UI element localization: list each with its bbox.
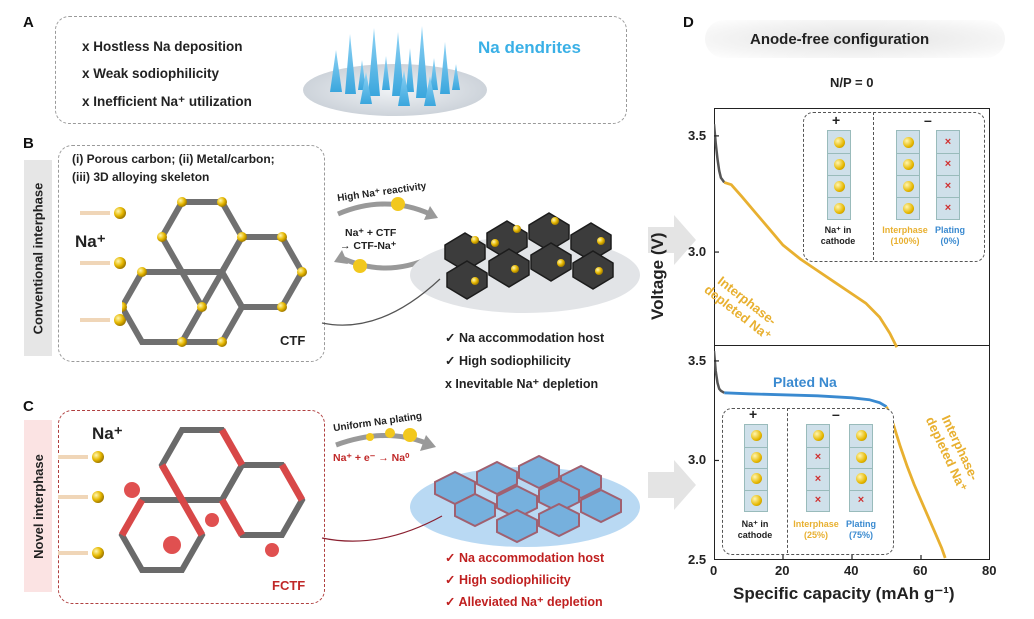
transition-arrow-top <box>648 215 696 265</box>
ctf-reaction-1: Na⁺ + CTF <box>345 227 397 239</box>
y-tick-label: 3.0 <box>688 452 707 468</box>
fctf-interphase-illustration <box>410 454 640 547</box>
na-ion-streams-b <box>80 207 126 326</box>
bottom-legend-plating: Plating (75%) <box>845 519 876 540</box>
fctf-framework-model <box>118 427 306 573</box>
bottom-cathode-column <box>744 424 768 512</box>
bottom-legend-plus: + <box>749 406 758 422</box>
fctf-check-2: ✓ High sodiophilicity <box>445 573 571 587</box>
panel-c-box <box>58 410 325 604</box>
y-axis-label: Voltage (V) <box>648 232 668 320</box>
curve-bottom-series-0 <box>714 350 725 394</box>
panel-b-side-band: Conventional interphase <box>24 160 52 356</box>
curve-top-series-1 <box>723 181 899 348</box>
ctf-reaction-2: → CTF-Na⁺ <box>340 240 397 252</box>
bottom-plating-column: × <box>849 424 873 512</box>
x-tick-label: 0 <box>710 563 718 578</box>
na-dendrites-label: Na dendrites <box>478 38 581 57</box>
bottom-legend-cathode: Na⁺ in cathode <box>737 519 773 540</box>
panel-d-letter: D <box>683 14 694 31</box>
top-legend-plating: Plating (0%) <box>934 225 965 246</box>
uniform-plating-arrow <box>335 428 436 451</box>
panel-a-item-3: x Inefficient Na⁺ utilization <box>82 94 252 109</box>
panel-a-item-1: x Hostless Na deposition <box>82 39 243 54</box>
top-interphase-column <box>896 130 920 220</box>
x-axis-label: Specific capacity (mAh g⁻¹) <box>733 584 955 603</box>
top-legend-divider <box>873 112 874 260</box>
top-cathode-column <box>827 130 851 220</box>
np-ratio: N/P = 0 <box>830 75 874 90</box>
curve-top-series-0 <box>714 124 726 184</box>
curve-bottom-series-1 <box>724 391 888 408</box>
na-ion-label-b: Na⁺ <box>75 232 106 251</box>
ctf-label: CTF <box>280 333 306 348</box>
x-tick-label: 60 <box>913 563 928 578</box>
anode-free-title-pill <box>705 20 1005 58</box>
panel-a-item-2: x Weak sodiophilicity <box>82 66 220 81</box>
ctf-check-1: ✓ Na accommodation host <box>445 331 605 345</box>
y-tick-label: 2.5 <box>688 552 707 567</box>
ctf-check-3: x Inevitable Na⁺ depletion <box>445 377 599 391</box>
panel-a-letter: A <box>23 14 34 31</box>
panel-b-desc-2: (iii) 3D alloying skeleton <box>72 170 210 184</box>
panel-c-side-band: Novel interphase <box>24 420 52 592</box>
x-tick-label: 80 <box>982 563 997 578</box>
novel-interphase-label: Novel interphase <box>30 453 46 559</box>
x-tick-label: 40 <box>844 563 859 578</box>
na-ion-label-c: Na⁺ <box>92 424 123 443</box>
voltage-capacity-chart <box>714 124 990 560</box>
na-ion-streams-c <box>58 451 104 559</box>
plot-top-frame <box>714 108 990 345</box>
conventional-interphase-label: Conventional interphase <box>30 182 46 334</box>
y-tick-label: 3.0 <box>688 244 707 260</box>
top-legend-cathode: Na⁺ in cathode <box>820 225 856 246</box>
bottom-legend-minus: – <box>832 406 840 422</box>
x-tick-label: 20 <box>775 563 790 578</box>
y-axis-label-text: Voltage (V) <box>648 232 667 320</box>
top-legend-minus: – <box>924 112 932 128</box>
na-dendrites-illustration <box>303 26 487 116</box>
bottom-legend-divider <box>787 408 788 553</box>
panel-a-box <box>55 16 627 124</box>
fctf-connector-line <box>321 515 443 542</box>
panel-b-box <box>58 145 325 362</box>
y-tick-label: 3.5 <box>688 352 707 368</box>
ctf-check-2: ✓ High sodiophilicity <box>445 354 571 368</box>
bottom-interphase-column: × ×× <box>806 424 830 512</box>
curve-bottom-series-2 <box>885 406 947 559</box>
top-legend-interphase: Interphase (100%) <box>882 225 928 246</box>
panel-b-desc-1: (i) Porous carbon; (ii) Metal/carbon; <box>72 152 275 166</box>
panel-b-letter: B <box>23 135 34 152</box>
anode-free-title: Anode-free configuration <box>750 31 930 48</box>
y-tick-label: 3.5 <box>688 127 707 143</box>
fctf-label: FCTF <box>272 578 306 593</box>
ctf-connector-line <box>321 278 441 326</box>
plating-reaction: Na⁺ + e⁻ → Na⁰ <box>333 452 410 464</box>
fctf-check-3: ✓ Alleviated Na⁺ depletion <box>445 595 603 609</box>
ctf-interphase-illustration <box>410 212 640 313</box>
fctf-check-1: ✓ Na accommodation host <box>445 551 605 565</box>
plated-na-label: Plated Na <box>773 374 837 390</box>
panel-c-letter: C <box>23 398 34 415</box>
transition-arrow-bottom <box>648 460 696 510</box>
top-legend-plus: + <box>832 112 841 128</box>
ctf-framework-model <box>122 197 307 347</box>
bottom-legend-interphase: Interphase (25%) <box>793 519 839 540</box>
top-plating-column: ×× ×× <box>936 130 960 220</box>
